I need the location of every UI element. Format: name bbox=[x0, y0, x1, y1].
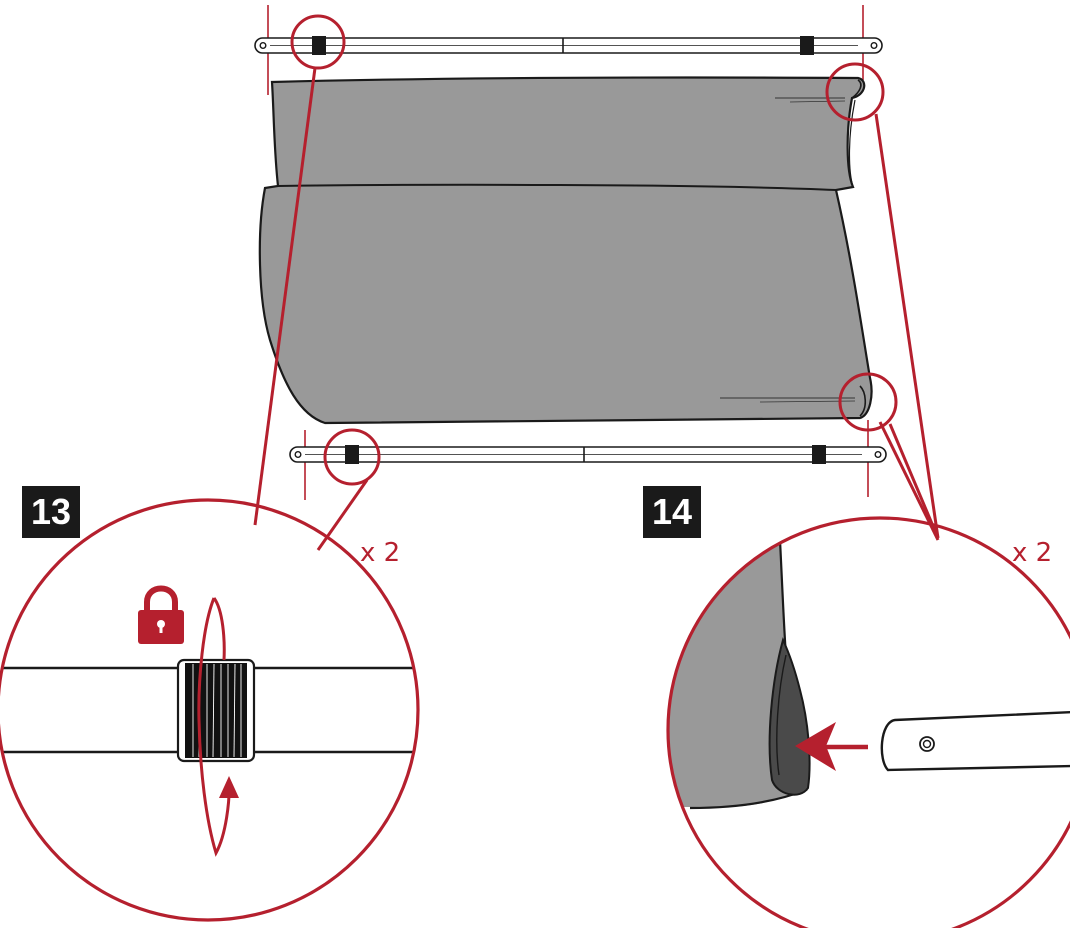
callout-top-right bbox=[825, 62, 885, 122]
callout-bottom-right bbox=[838, 372, 898, 432]
callout-top-left bbox=[290, 14, 346, 70]
detail-13 bbox=[0, 498, 420, 922]
rotate-arrow-icon bbox=[197, 597, 239, 857]
pole-connector bbox=[345, 445, 359, 464]
bottom-pole bbox=[289, 445, 887, 464]
pole-connector bbox=[800, 36, 814, 55]
callouts bbox=[253, 14, 940, 551]
step-14-badge: 14 bbox=[643, 486, 701, 538]
pole-connector bbox=[812, 445, 826, 464]
pole-connector-magnified bbox=[176, 658, 256, 763]
step-14-quantity: x 2 bbox=[1012, 538, 1053, 568]
fabric-sleeve-opening bbox=[768, 637, 811, 796]
step-13-badge: 13 bbox=[22, 486, 80, 538]
insert-arrow-icon bbox=[795, 722, 868, 771]
callout-bottom-left bbox=[323, 428, 381, 486]
step-13-quantity: x 2 bbox=[360, 538, 401, 568]
lock-icon bbox=[138, 585, 184, 644]
pole-end bbox=[880, 710, 1070, 772]
pole-connector bbox=[312, 36, 326, 55]
top-pole bbox=[254, 36, 883, 55]
fabric-panel bbox=[258, 76, 873, 425]
detail-14 bbox=[666, 516, 1070, 928]
